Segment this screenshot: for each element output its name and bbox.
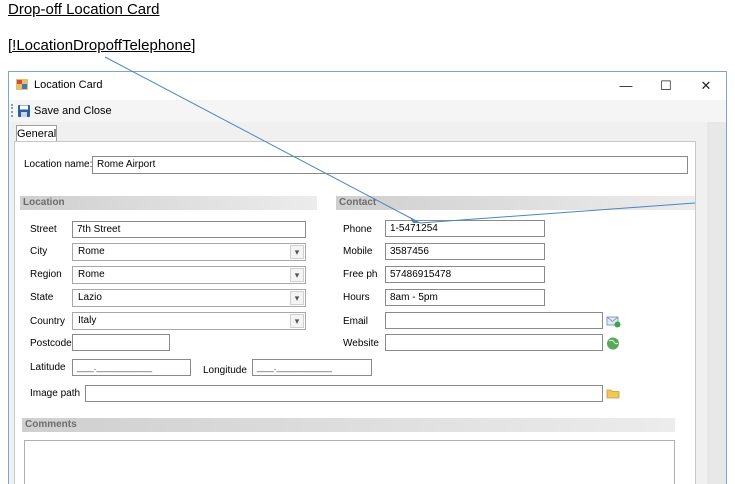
merge-field-label: [!LocationDropoffTelephone] [8, 37, 195, 54]
image-path-field[interactable] [85, 385, 603, 402]
folder-icon[interactable] [606, 387, 621, 400]
location-name-field[interactable]: Rome Airport [92, 156, 688, 174]
phone-label: Phone [343, 224, 372, 235]
merge-field-close-bracket: ] [191, 37, 196, 54]
country-select[interactable]: Italy ▾ [72, 312, 306, 330]
minimize-button[interactable]: — [619, 78, 633, 93]
send-email-icon[interactable] [606, 315, 621, 328]
website-field[interactable] [385, 334, 603, 351]
globe-icon[interactable] [606, 337, 621, 350]
city-select[interactable]: Rome ▾ [72, 243, 306, 261]
latitude-field[interactable]: ___.__________ [72, 359, 191, 376]
toolbar-grip[interactable] [11, 104, 15, 117]
location-card-app-icon [16, 79, 28, 90]
contact-section-header: Contact [336, 196, 695, 210]
email-field[interactable] [385, 312, 603, 329]
postcode-label: Postcode [30, 338, 72, 349]
street-label: Street [30, 224, 57, 235]
maximize-button[interactable]: ☐ [660, 78, 672, 93]
save-and-close-button[interactable]: Save and Close [18, 102, 112, 120]
vertical-scrollbar[interactable] [707, 122, 726, 484]
country-select-value: Italy [78, 315, 97, 326]
merge-field-open-bracket: [ [8, 37, 13, 54]
free-phone-label: Free ph [343, 269, 378, 280]
tab-general[interactable]: General [16, 125, 57, 142]
chevron-down-icon[interactable]: ▾ [290, 245, 304, 259]
phone-field[interactable]: 1-5471254 [385, 220, 545, 237]
mobile-field[interactable]: 3587456 [385, 243, 545, 260]
longitude-field[interactable]: ___.__________ [252, 359, 372, 376]
toolbar: Save and Close [9, 100, 726, 122]
general-tab-panel: Location name: Rome Airport Location Con… [14, 141, 696, 484]
hours-field[interactable]: 8am - 5pm [385, 289, 545, 306]
region-select[interactable]: Rome ▾ [72, 266, 306, 284]
merge-field-name: !LocationDropoffTelephone [12, 37, 192, 54]
free-phone-field[interactable]: 57486915478 [385, 266, 545, 283]
comments-section-header: Comments [22, 418, 675, 432]
city-label: City [30, 246, 48, 257]
document-heading: Drop-off Location Card [8, 1, 160, 18]
hours-label: Hours [343, 292, 370, 303]
city-select-value: Rome [78, 246, 105, 257]
window-title: Location Card [34, 79, 103, 91]
save-and-close-label: Save and Close [34, 105, 112, 117]
region-select-value: Rome [78, 269, 105, 280]
mobile-label: Mobile [343, 246, 373, 257]
email-label: Email [343, 316, 369, 327]
state-select-value: Lazio [78, 292, 102, 303]
floppy-disk-icon [18, 105, 30, 117]
location-section-header: Location [20, 196, 317, 210]
chevron-down-icon[interactable]: ▾ [290, 314, 304, 328]
title-bar[interactable]: Location Card — ☐ ✕ [9, 72, 726, 100]
state-label: State [30, 292, 54, 303]
website-label: Website [343, 338, 379, 349]
postcode-field[interactable] [72, 334, 170, 351]
longitude-label: Longitude [203, 365, 247, 376]
location-name-label: Location name: [24, 159, 93, 170]
location-card-window: Location Card — ☐ ✕ Save and Close Gener… [8, 71, 727, 484]
street-field[interactable]: 7th Street [72, 221, 306, 238]
state-select[interactable]: Lazio ▾ [72, 289, 306, 307]
chevron-down-icon[interactable]: ▾ [290, 291, 304, 305]
close-button[interactable]: ✕ [700, 78, 712, 93]
latitude-label: Latitude [30, 362, 66, 373]
country-label: Country [30, 316, 66, 327]
image-path-label: Image path [30, 388, 81, 399]
region-label: Region [30, 269, 62, 280]
chevron-down-icon[interactable]: ▾ [290, 268, 304, 282]
comments-textarea[interactable] [24, 440, 675, 484]
